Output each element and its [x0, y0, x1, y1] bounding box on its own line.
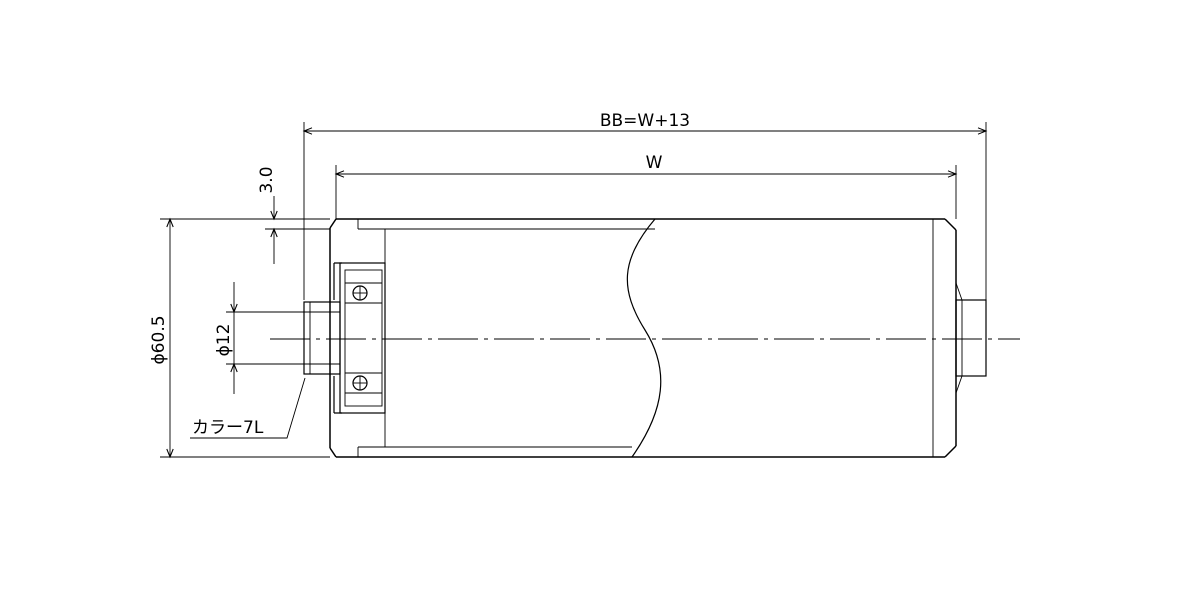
dimension-shaft-diameter	[226, 282, 304, 394]
collar	[303, 301, 341, 375]
shaft-diameter-label: ϕ12	[214, 324, 234, 357]
dimension-tube-diameter	[160, 217, 330, 459]
bearing-housing	[333, 262, 386, 414]
tube-diameter-label: ϕ60.5	[149, 315, 169, 364]
overall-length-label: BB=W+13	[600, 111, 690, 131]
shaft-end-right	[955, 282, 987, 394]
width-label: W	[646, 153, 663, 173]
collar-label: カラー7L	[192, 418, 264, 438]
break-line	[626, 218, 662, 458]
roller-tube	[329, 218, 957, 458]
collar-leader	[190, 377, 306, 439]
offset-label: 3.0	[257, 166, 277, 193]
dimension-overall-length	[302, 122, 988, 300]
dimension-width	[334, 165, 958, 219]
dimension-offset	[160, 196, 330, 264]
